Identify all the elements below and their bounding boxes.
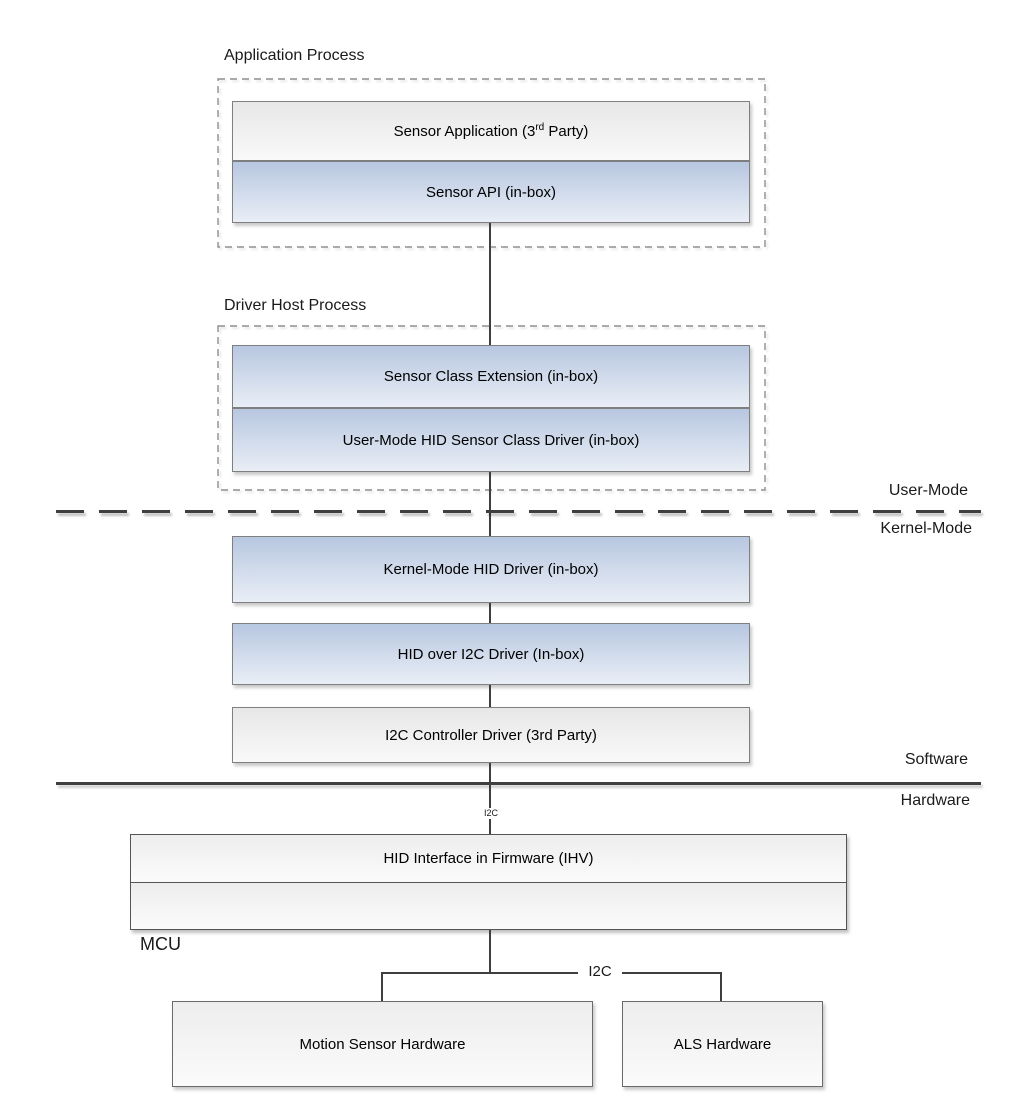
hid-firmware-box: HID Interface in Firmware (IHV) (131, 835, 846, 883)
als-hardware-label: ALS Hardware (673, 1035, 772, 1053)
motion-sensor-label: Motion Sensor Hardware (299, 1035, 466, 1053)
user-mode-label: User-Mode (888, 482, 968, 499)
driver-host-process-label: Driver Host Process (224, 297, 367, 314)
connector-branch-to-motion (381, 972, 383, 1001)
mcu-box: HID Interface in Firmware (IHV) (130, 834, 847, 930)
user-mode-hid-driver-box: User-Mode HID Sensor Class Driver (in-bo… (232, 408, 750, 472)
connector-api-to-class-extension (489, 223, 491, 345)
connector-usermode-to-kernelmode (489, 472, 491, 536)
connector-kernelhid-to-hidoveri2c (489, 603, 491, 623)
als-hardware-box: ALS Hardware (622, 1001, 823, 1087)
user-mode-hid-driver-label: User-Mode HID Sensor Class Driver (in-bo… (342, 431, 640, 449)
hid-firmware-label: HID Interface in Firmware (IHV) (383, 849, 594, 867)
sensor-class-extension-label: Sensor Class Extension (in-box) (383, 368, 599, 385)
software-label: Software (904, 751, 968, 768)
sensor-api-label: Sensor API (in-box) (425, 183, 557, 201)
mcu-empty-row (131, 882, 846, 929)
connector-branch-to-als (720, 972, 722, 1001)
hid-over-i2c-driver-box: HID over I2C Driver (In-box) (232, 623, 750, 685)
user-kernel-mode-divider-line (56, 510, 981, 513)
driver-host-process-boundary (217, 325, 766, 491)
sensor-class-extension-box: Sensor Class Extension (in-box) (232, 345, 750, 408)
i2c-controller-driver-box: I2C Controller Driver (3rd Party) (232, 707, 750, 763)
i2c-branch-line (381, 972, 722, 974)
i2c-bus-label-bottom: I2C (578, 963, 622, 980)
application-process-boundary (217, 78, 766, 248)
connector-hidoveri2c-to-controller (489, 685, 491, 707)
i2c-bus-label-top: I2C (474, 808, 508, 819)
kernel-mode-hid-driver-box: Kernel-Mode HID Driver (in-box) (232, 536, 750, 603)
mcu-label: MCU (140, 934, 181, 954)
connector-mcu-to-branch (489, 930, 491, 974)
application-process-label: Application Process (224, 47, 365, 64)
hid-over-i2c-driver-label: HID over I2C Driver (In-box) (397, 645, 585, 663)
connector-controller-to-firmware (489, 763, 491, 834)
software-hardware-divider-line (56, 782, 981, 785)
kernel-mode-label: Kernel-Mode (880, 520, 972, 537)
superscript-rd: rd (535, 121, 545, 133)
kernel-mode-hid-driver-label: Kernel-Mode HID Driver (in-box) (383, 561, 599, 578)
sensor-application-box: Sensor Application (3rd Party) (232, 101, 750, 161)
sensor-api-box: Sensor API (in-box) (232, 161, 750, 223)
motion-sensor-box: Motion Sensor Hardware (172, 1001, 593, 1087)
i2c-controller-driver-label: I2C Controller Driver (3rd Party) (385, 726, 597, 744)
sensor-application-label: Sensor Application (3rd Party) (393, 121, 589, 140)
hardware-label: Hardware (900, 792, 970, 809)
